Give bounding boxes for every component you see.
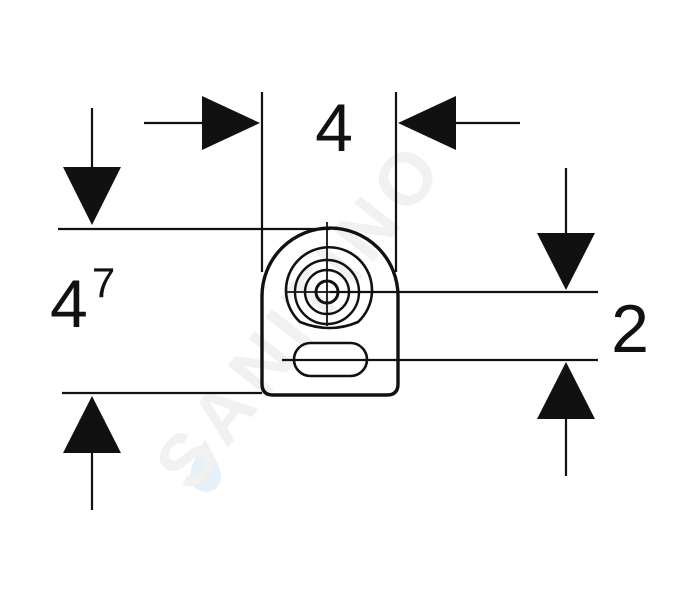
height-dimension-label-superscript: 7 — [92, 259, 115, 306]
height-arrow-bottom-head-icon — [63, 396, 121, 453]
offset-arrow-top-head-icon — [537, 233, 595, 290]
mounting-slot — [292, 341, 369, 378]
height-dimension — [58, 108, 330, 510]
height-arrow-top-head-icon — [63, 167, 121, 225]
offset-dimension-label: 2 — [611, 291, 649, 367]
watermark-text: SANITINO — [139, 124, 461, 504]
height-dimension-label-main: 4 — [50, 266, 88, 342]
watermark-drop-icon — [190, 440, 221, 492]
offset-dimension — [282, 168, 598, 476]
width-dimension — [144, 92, 520, 272]
width-arrow-left-head-icon — [202, 96, 260, 150]
width-dimension-label: 4 — [315, 90, 353, 166]
bracket-outline — [260, 226, 400, 397]
offset-arrow-bottom-head-icon — [537, 362, 595, 419]
width-arrow-right-head-icon — [398, 96, 456, 150]
bracket-part — [260, 222, 400, 397]
height-dimension-label: 47 — [50, 259, 115, 342]
bore-horseshoe-outline — [284, 245, 374, 330]
watermark: SANITINO — [139, 124, 461, 504]
